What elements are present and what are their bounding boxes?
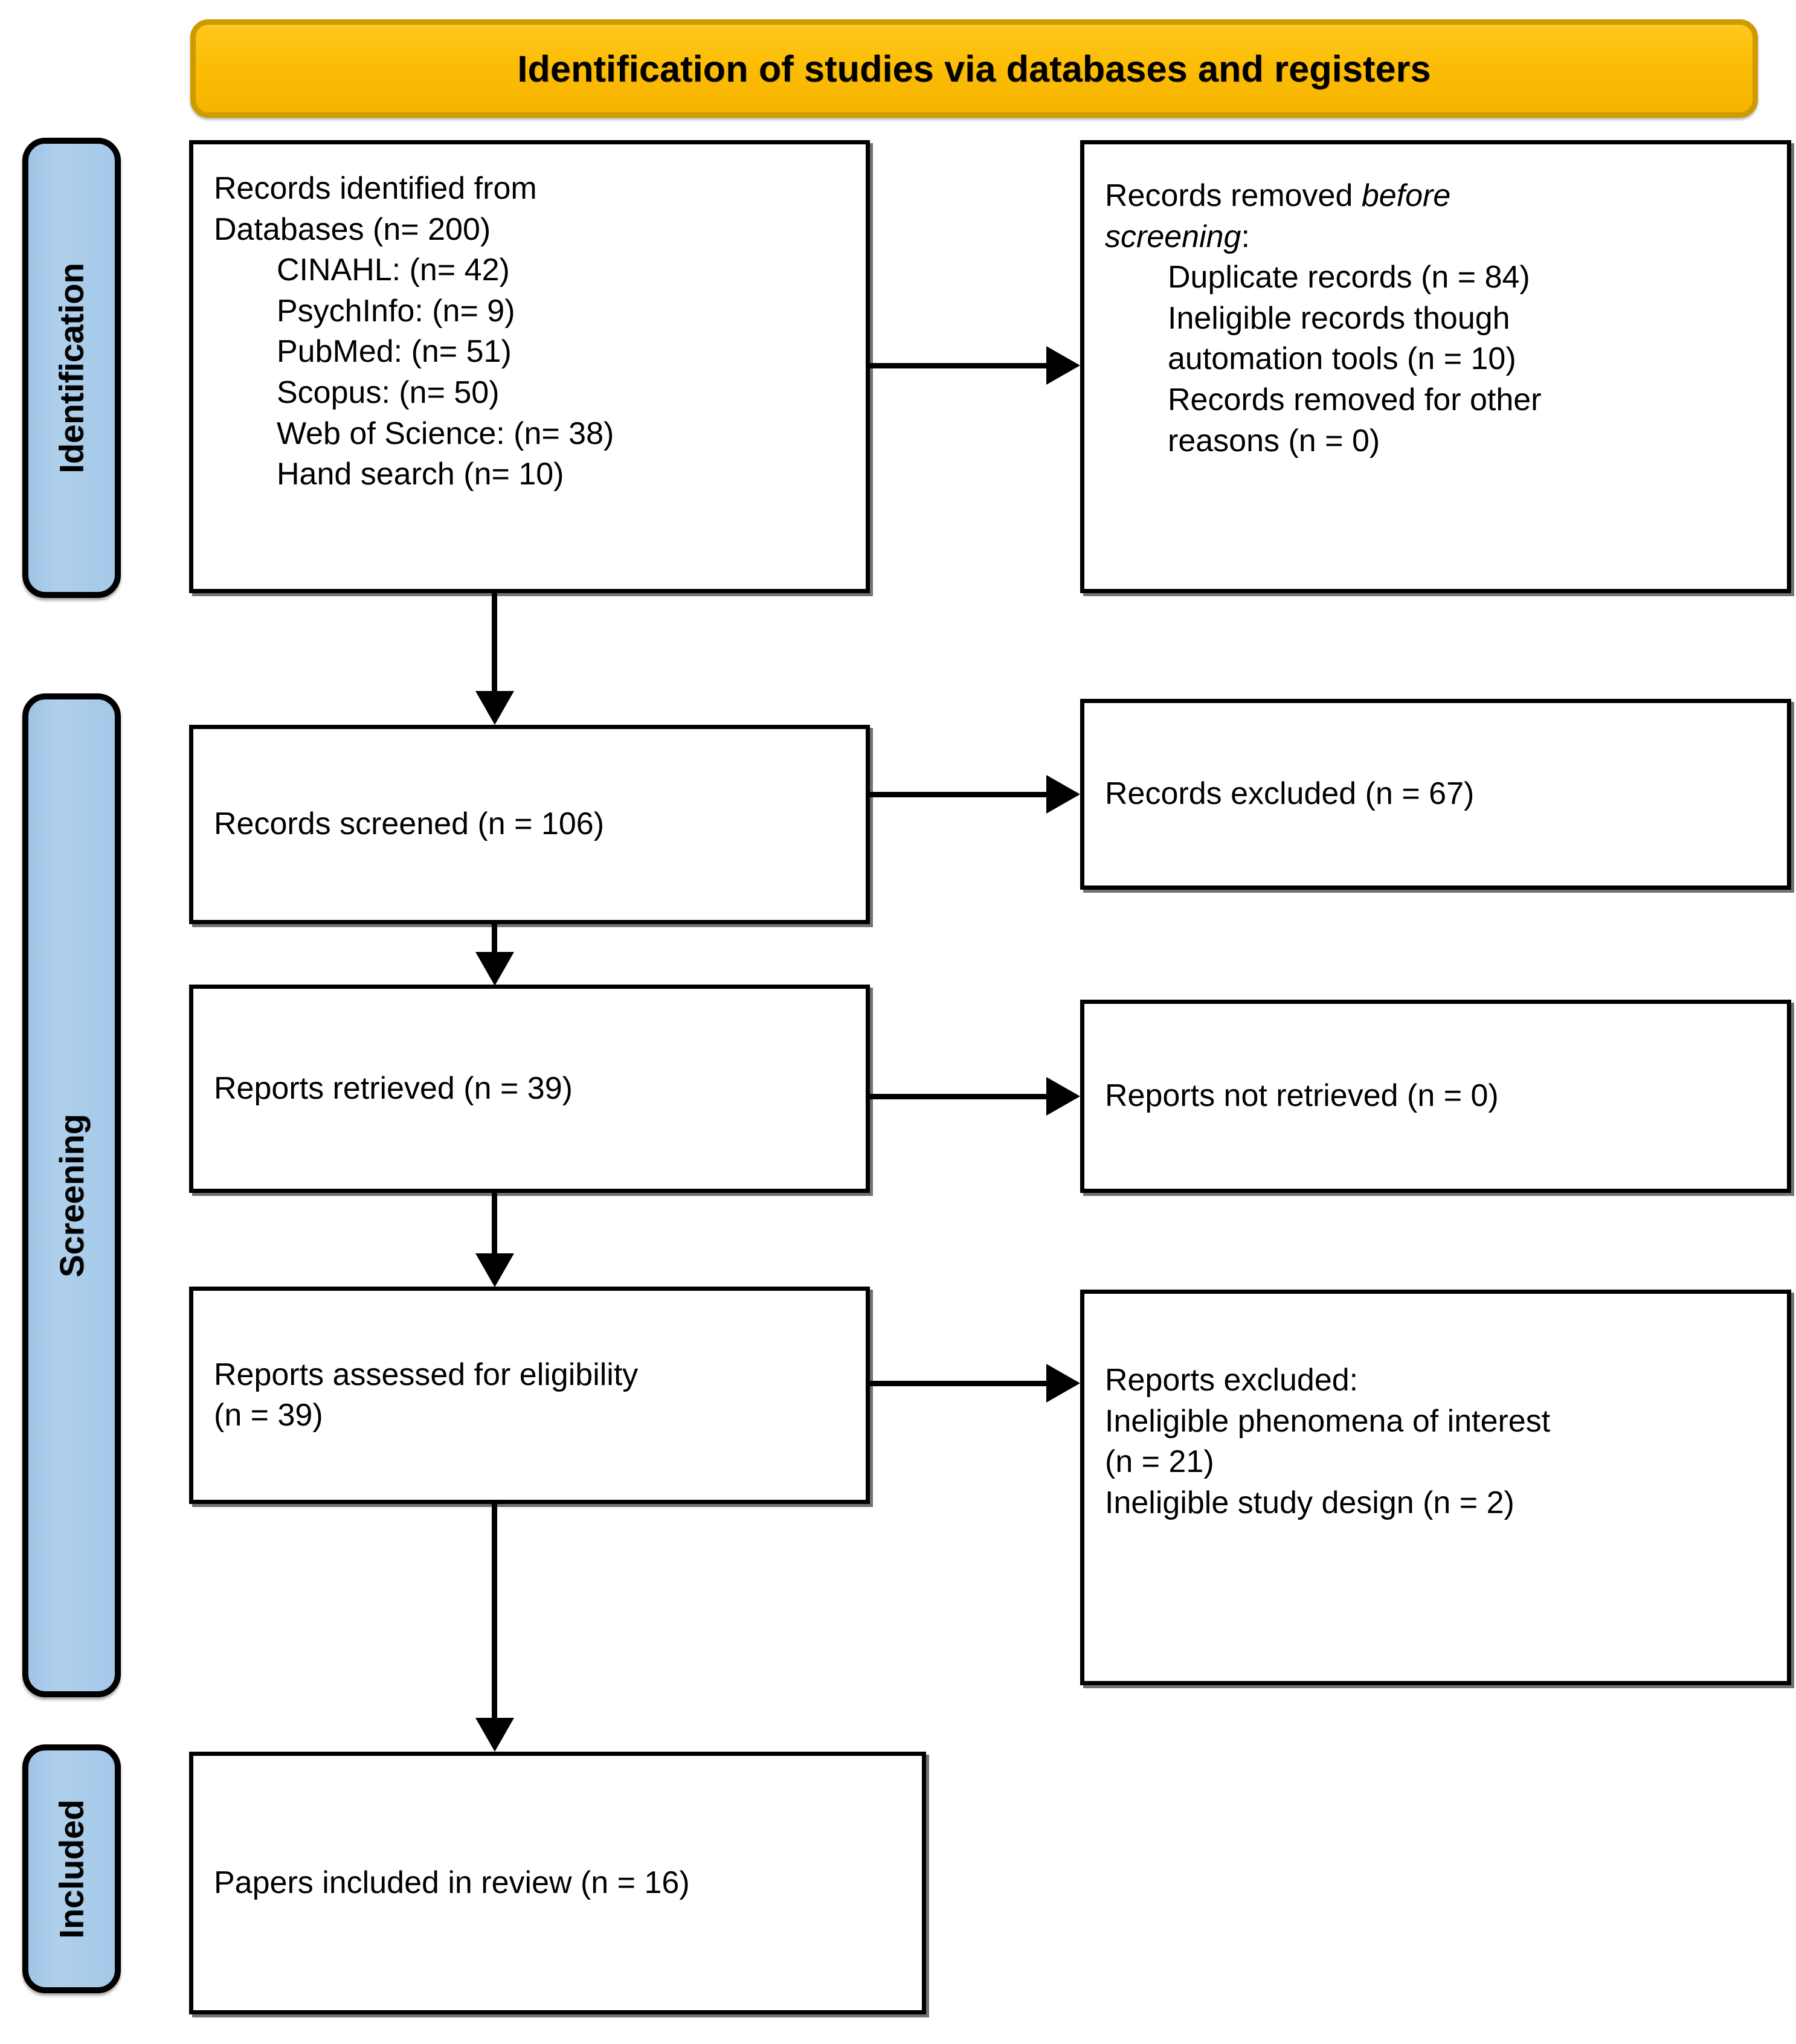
- connector-retrieved-to-assessed: [492, 1193, 497, 1253]
- arrowhead-down-icon: [475, 952, 514, 986]
- page-title: Identification of studies via databases …: [517, 48, 1431, 89]
- box-line: PubMed: (n= 51): [277, 334, 512, 370]
- box-line: Ineligible records though: [1168, 300, 1510, 336]
- connector-assessed-to-reports-excluded: [870, 1381, 1046, 1386]
- arrowhead-down-icon: [475, 1718, 514, 1752]
- connector-screened-to-retrieved: [492, 924, 497, 952]
- box-line: Scopus: (n= 50): [277, 374, 500, 410]
- box-line: Records removed before: [1105, 176, 1766, 217]
- box-records-removed-before-screening: Records removed before screening: Duplic…: [1080, 140, 1791, 593]
- stage-tab-screening: Screening: [22, 693, 121, 1697]
- arrowhead-down-icon: [475, 1253, 514, 1287]
- box-reports-not-retrieved: Reports not retrieved (n = 0): [1080, 1000, 1791, 1193]
- connector-identified-to-removed: [870, 363, 1046, 368]
- removed-prefix: Records removed: [1105, 178, 1362, 213]
- box-line: reasons (n = 0): [1168, 423, 1380, 458]
- box-records-excluded: Records excluded (n = 67): [1080, 699, 1791, 890]
- box-line: Reports assessed for eligibility: [214, 1357, 639, 1393]
- diagram-header-banner: Identification of studies via databases …: [190, 19, 1758, 118]
- arrowhead-right-icon: [1046, 1364, 1080, 1403]
- box-records-identified: Records identified from Databases (n= 20…: [189, 140, 870, 593]
- box-records-screened: Records screened (n = 106): [189, 725, 870, 924]
- arrowhead-right-icon: [1046, 775, 1080, 814]
- box-line: Reports excluded:: [1105, 1363, 1359, 1398]
- box-line: Web of Science: (n= 38): [277, 416, 614, 451]
- box-reports-excluded: Reports excluded: Ineligible phenomena o…: [1080, 1290, 1791, 1685]
- removed-italic-before: before: [1361, 178, 1451, 213]
- stage-tab-screening-label: Screening: [53, 1113, 91, 1278]
- box-reports-retrieved: Reports retrieved (n = 39): [189, 985, 870, 1193]
- box-line: Duplicate records (n = 84): [1168, 260, 1530, 295]
- box-line: automation tools (n = 10): [1168, 341, 1516, 377]
- box-line: Reports retrieved (n = 39): [214, 1070, 573, 1106]
- connector-identified-to-screened: [492, 593, 497, 691]
- box-line: Records excluded (n = 67): [1105, 776, 1475, 812]
- connector-screened-to-excluded: [870, 792, 1046, 797]
- box-line: Databases (n= 200): [214, 211, 491, 247]
- box-line: Ineligible study design (n = 2): [1105, 1485, 1514, 1520]
- stage-tab-included: Included: [22, 1744, 121, 1993]
- arrowhead-right-icon: [1046, 1077, 1080, 1116]
- box-line: Records removed for other: [1168, 382, 1542, 417]
- box-line: Hand search (n= 10): [277, 457, 564, 492]
- box-line: PsychInfo: (n= 9): [277, 293, 515, 329]
- box-line: (n = 21): [1105, 1444, 1214, 1480]
- box-line: Ineligible phenomena of interest: [1105, 1403, 1551, 1439]
- stage-tab-identification-label: Identification: [53, 262, 91, 474]
- box-line: Reports not retrieved (n = 0): [1105, 1078, 1499, 1114]
- box-line: Papers included in review (n = 16): [214, 1865, 690, 1900]
- arrowhead-down-icon: [475, 691, 514, 725]
- box-line: Records identified from: [214, 171, 537, 206]
- removed-italic-screening: screening: [1105, 219, 1241, 254]
- box-reports-assessed-for-eligibility: Reports assessed for eligibility (n = 39…: [189, 1287, 870, 1504]
- box-line: CINAHL: (n= 42): [277, 252, 510, 288]
- removed-colon: :: [1241, 219, 1250, 254]
- stage-tab-identification: Identification: [22, 138, 121, 598]
- box-line: (n = 39): [214, 1398, 323, 1433]
- box-papers-included-in-review: Papers included in review (n = 16): [189, 1752, 926, 2014]
- connector-assessed-to-included: [492, 1504, 497, 1718]
- stage-tab-included-label: Included: [53, 1799, 91, 1939]
- connector-retrieved-to-not-retrieved: [870, 1094, 1046, 1099]
- arrowhead-right-icon: [1046, 346, 1080, 385]
- box-line: screening:: [1105, 217, 1766, 258]
- box-line: Records screened (n = 106): [214, 806, 605, 842]
